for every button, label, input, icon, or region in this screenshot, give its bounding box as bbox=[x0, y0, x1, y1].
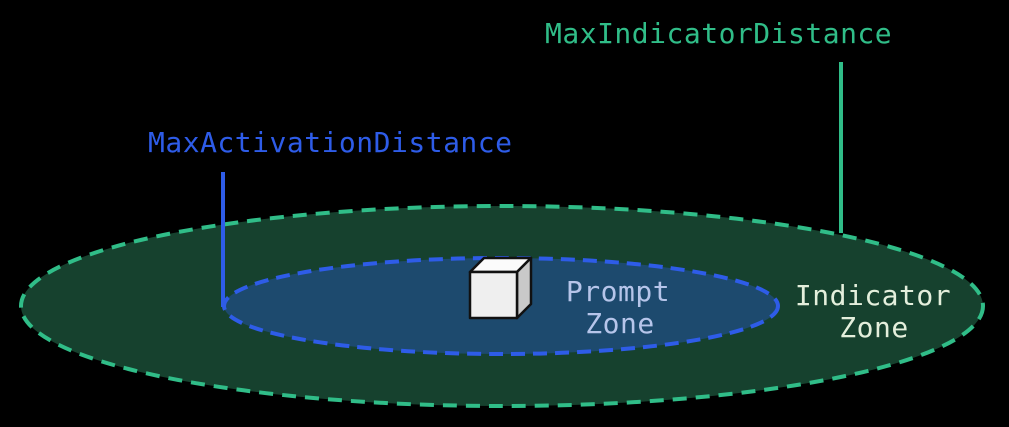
prompt-zone-label-line1: Prompt bbox=[566, 275, 670, 308]
max-indicator-distance-label: MaxIndicatorDistance bbox=[545, 17, 892, 50]
cube-front-face bbox=[468, 270, 519, 320]
indicator-zone-label-line2: Zone bbox=[839, 311, 908, 344]
indicator-zone-label-line1: Indicator bbox=[795, 279, 951, 312]
prompt-zone-label-line2: Zone bbox=[585, 307, 654, 340]
cube-icon bbox=[468, 256, 533, 320]
max-activation-distance-label: MaxActivationDistance bbox=[148, 126, 513, 159]
